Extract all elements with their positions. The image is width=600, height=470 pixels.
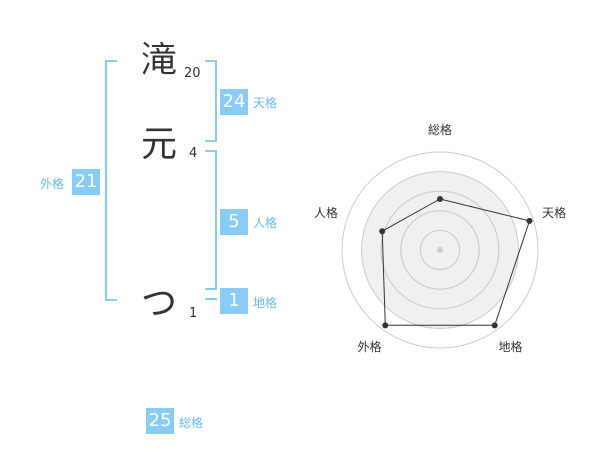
radar-center-dot [437, 247, 443, 253]
radar-axis-label-2: 天格 [542, 205, 566, 220]
radar-axis-label-1: 総格 [428, 122, 452, 137]
name-char-2: 元 [141, 124, 178, 165]
radar-ring [380, 190, 500, 310]
radar-point-4 [382, 322, 389, 329]
tenkaku-label: 天格 [253, 96, 278, 110]
gaikaku-value-box: 21 [72, 169, 100, 195]
name-char-2-strokes: 4 [189, 146, 198, 161]
chikaku-connector [205, 298, 217, 300]
tenkaku-value-box: 24 [220, 89, 248, 115]
gaikaku-label: 外格 [40, 177, 65, 191]
radar-axis-label-5: 人格 [314, 205, 338, 220]
name-char-1-strokes: 20 [184, 66, 201, 81]
radar-point-3 [491, 322, 498, 329]
name-char-3-strokes: 1 [189, 306, 198, 321]
radar-ring [400, 210, 480, 290]
radar-axis-label-3: 地格 [498, 339, 522, 354]
radar-point-2 [526, 217, 533, 224]
radar-polygon [381, 198, 531, 326]
radar-points [379, 196, 533, 329]
name-char-1: 滝 [141, 40, 178, 81]
radar-point-5 [379, 228, 386, 235]
radar-axis-label-4: 外格 [357, 339, 381, 354]
chikaku-value-box: 1 [220, 288, 248, 314]
tenkaku-bracket [205, 60, 217, 142]
soukaku-label: 総格 [179, 416, 204, 430]
name-char-3: つ [141, 283, 178, 324]
chikaku-label: 地格 [253, 296, 278, 310]
radar-ring [419, 229, 461, 271]
jinkaku-bracket [205, 150, 217, 290]
gaikaku-bracket [105, 60, 117, 301]
soukaku-value-box: 25 [146, 408, 174, 434]
jinkaku-value-box: 5 [220, 209, 248, 235]
radar-point-1 [437, 196, 443, 203]
jinkaku-label: 人格 [253, 216, 278, 230]
